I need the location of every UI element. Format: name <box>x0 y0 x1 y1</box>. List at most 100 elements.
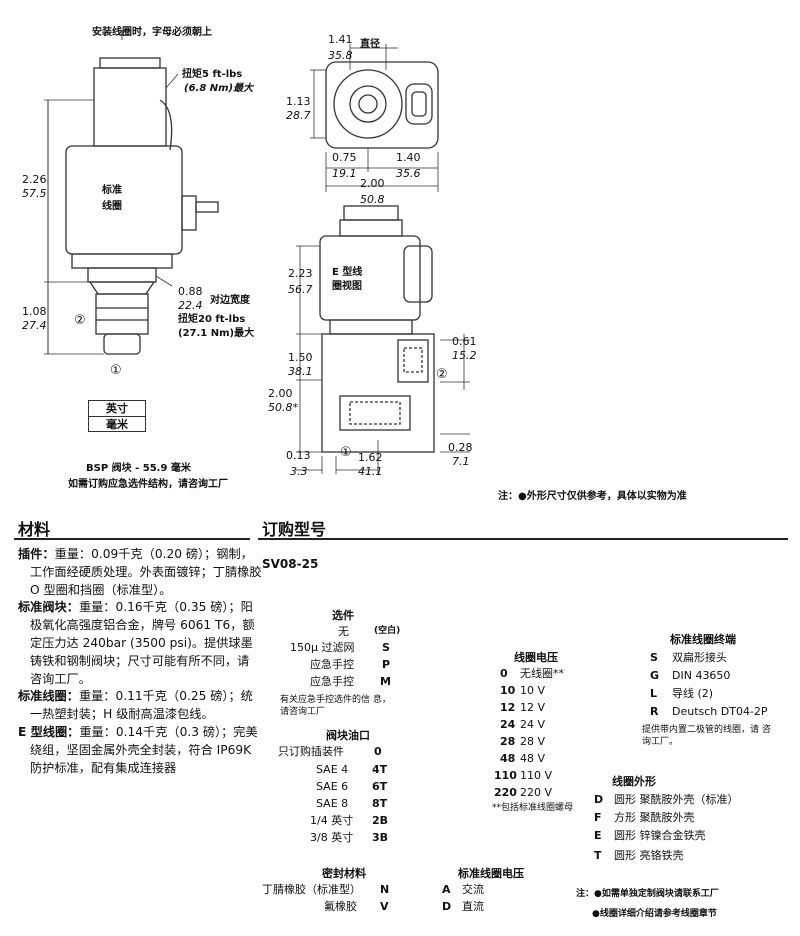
unit-mm: 毫米 <box>106 418 128 431</box>
options-row-0-code: (空白) <box>374 626 401 636</box>
torque-bot-2: (27.1 Nm)最大 <box>178 328 255 339</box>
port-1-right: ① <box>340 445 352 460</box>
housing-row-2-label: 圆形 锌镍合金铁壳 <box>614 829 706 842</box>
dim-150: 1.50 <box>288 351 313 364</box>
material-item-std-coil: 标准线圈：重量：0.11千克（0.25 磅）；统一热塑封装；H 级耐高温漆包线。 <box>18 689 253 722</box>
std-voltage-row-1-code: D <box>442 900 452 913</box>
dim-113: 1.13 <box>286 95 311 108</box>
terminal-row-2-code: L <box>650 687 658 700</box>
seal-row-1-code: V <box>380 900 389 913</box>
std-coil-label-2: 线圈 <box>102 201 122 212</box>
options-title: 选件 <box>332 609 354 622</box>
materials-list: 插件：重量：0.09千克（0.20 磅）；钢制，工作面经硬质处理。外表面镀锌；丁… <box>18 546 264 777</box>
port-2-right: ② <box>436 367 448 382</box>
terminal-row-1-label: DIN 43650 <box>672 669 731 682</box>
install-note: 安装线圈时，字母必须朝上 <box>92 27 212 38</box>
dim-191: 19.1 <box>332 167 357 180</box>
dim-411: 41.1 <box>358 465 383 478</box>
dim-108: 1.08 <box>22 305 47 318</box>
voltage-row-5-label: 48 V <box>520 752 546 765</box>
dim-226: 2.26 <box>22 173 47 186</box>
ports-row-2-label: SAE 6 <box>316 780 349 793</box>
ports-row-1-code: 4T <box>372 763 388 776</box>
across-flats: 对边宽度 <box>210 295 250 306</box>
ordering-title: 订购型号 <box>262 520 327 539</box>
ports-row-3-label: SAE 8 <box>316 797 349 810</box>
terminal-row-0-code: S <box>650 651 658 664</box>
ports-row-5-label: 3/8 英寸 <box>310 831 354 844</box>
voltage-row-4-code: 28 <box>500 735 516 748</box>
torque-top-2: (6.8 Nm)最大 <box>184 83 254 94</box>
voltage-row-3-label: 24 V <box>520 718 546 731</box>
options-row-0-label: 无 <box>338 625 349 638</box>
torque-top-1: 扭矩5 ft-lbs <box>182 69 243 80</box>
options-row-3-code: M <box>380 675 391 688</box>
materials-rule <box>14 538 250 540</box>
housing-row-0-code: D <box>594 793 604 806</box>
voltage-row-3-code: 24 <box>500 718 516 731</box>
dim-152: 15.2 <box>452 349 477 362</box>
terminal-note: 提供带内置二极管的线圈，请 咨 询工厂。 <box>642 725 771 747</box>
options-row-1-code: S <box>382 641 390 654</box>
dim-162: 1.62 <box>358 451 383 464</box>
dim-508b: 50.8* <box>268 401 298 414</box>
terminal-row-0-label: 双扁形接头 <box>672 651 727 664</box>
ports-row-0-label: 只订购插装件 <box>278 745 344 758</box>
ports-row-2-code: 6T <box>372 780 388 793</box>
options-note: 有关应急手控选件的信 息，请咨询工厂 <box>280 695 391 717</box>
dim-274: 27.4 <box>22 319 47 332</box>
options-row-3-label: 应急手控 <box>310 675 354 688</box>
voltage-row-7-code: 220 <box>494 786 517 799</box>
dim-356: 35.6 <box>396 167 421 180</box>
housing-row-3-code: T <box>594 849 602 862</box>
dim-567: 56.7 <box>288 283 313 296</box>
housing-row-2-code: E <box>594 829 602 842</box>
materials-title: 材料 <box>18 520 51 539</box>
dim-028: 0.28 <box>448 441 473 454</box>
ports-row-3-code: 8T <box>372 797 388 810</box>
material-item-e-coil: E 型线圈：重量：0.14千克（0.3 磅）；完美绕组，坚固金属外壳全封装，符合… <box>18 724 258 775</box>
dim-33: 3.3 <box>290 465 308 478</box>
dim-287: 28.7 <box>286 109 311 122</box>
unit-box: 英寸 毫米 <box>88 400 146 432</box>
e-coil-label-1: E 型线 <box>332 267 363 278</box>
reference-note: 注：●外形尺寸仅供参考，具体以实物为准 <box>498 491 687 502</box>
voltage-row-4-label: 28 V <box>520 735 546 748</box>
dim-224: 22.4 <box>178 299 203 312</box>
dim-71: 7.1 <box>452 455 470 468</box>
voltage-row-5-code: 48 <box>500 752 516 765</box>
dim-200a: 2.00 <box>360 177 385 190</box>
std-voltage-row-0-label: 交流 <box>462 883 484 896</box>
ordering-note-2: ●线圈详细介绍请参考线圈章节 <box>592 909 717 919</box>
emergency-note: 如需订购应急选件结构，请咨询工厂 <box>68 479 228 490</box>
terminal-row-3-code: R <box>650 705 659 718</box>
dim-381: 38.1 <box>288 365 313 378</box>
dim-141: 1.41 <box>328 33 353 46</box>
seal-title: 密封材料 <box>322 867 366 880</box>
dim-508a: 50.8 <box>360 193 385 206</box>
dim-575: 57.5 <box>22 187 47 200</box>
e-coil-label-2: 圈视图 <box>332 281 362 292</box>
voltage-row-1-label: 10 V <box>520 684 546 697</box>
voltage-row-2-code: 12 <box>500 701 516 714</box>
port-2-left: ② <box>74 313 86 328</box>
voltage-row-0-code: 0 <box>500 667 508 680</box>
voltage-row-0-label: 无线圈** <box>520 667 564 680</box>
voltage-row-1-code: 10 <box>500 684 516 697</box>
seal-row-1-label: 氟橡胶 <box>324 900 357 913</box>
ports-row-1-label: SAE 4 <box>316 763 349 776</box>
terminal-title: 标准线圈终端 <box>670 633 736 646</box>
voltage-row-6-label: 110 V <box>520 769 553 782</box>
std-coil-label: 标准线圈：标准 <box>102 185 122 196</box>
dim-075: 0.75 <box>332 151 357 164</box>
material-item-insert: 插件：重量：0.09千克（0.20 磅）；钢制，工作面经硬质处理。外表面镀锌；丁… <box>18 547 262 597</box>
voltage-row-7-label: 220 V <box>520 786 553 799</box>
ports-row-0-code: 0 <box>374 745 382 758</box>
technical-drawings <box>44 30 470 474</box>
options-row-1-label: 150μ 过滤网 <box>290 641 355 654</box>
ports-title: 阀块油口 <box>326 729 370 742</box>
dim-358: 35.8 <box>328 49 353 62</box>
dim-200b: 2.00 <box>268 387 293 400</box>
dim-140: 1.40 <box>396 151 421 164</box>
material-item-block: 标准阀块：重量：0.16千克（0.35 磅）；阳极氧化高强度铝合金，牌号 606… <box>18 600 255 686</box>
